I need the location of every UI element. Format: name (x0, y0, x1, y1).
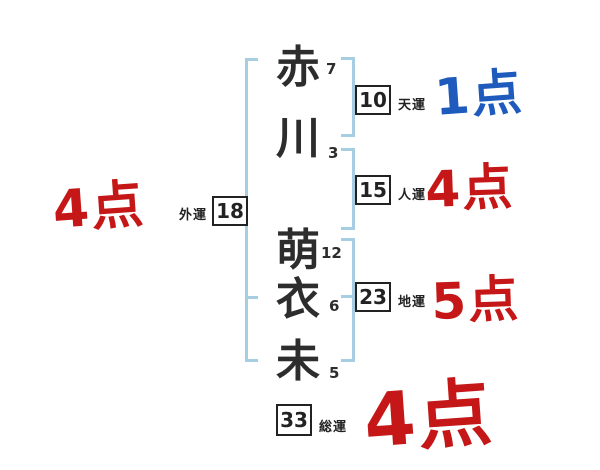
bracket-line (352, 57, 355, 137)
bracket-tick (341, 238, 353, 241)
chiun-score: 5点 (430, 269, 522, 331)
bracket-line (352, 238, 355, 362)
name-char-2: 川 (276, 113, 320, 164)
stroke-count-5: 5 (329, 364, 340, 382)
tenun-score: 1点 (432, 62, 526, 127)
jinun-label: 人運 (398, 188, 427, 203)
jinun-score: 4点 (424, 157, 516, 219)
bracket-tick (341, 148, 353, 151)
bracket-tick (341, 359, 353, 362)
bracket-tick (341, 295, 353, 298)
souun-score: 4点 (361, 369, 497, 465)
bracket-tick (245, 58, 258, 61)
chiun-value-box: 23 (355, 282, 391, 312)
bracket-tick (245, 296, 258, 299)
gaiun-score: 4点 (50, 174, 148, 241)
stroke-count-4: 6 (329, 297, 340, 315)
name-char-5: 未 (276, 336, 320, 387)
name-char-4: 衣 (276, 274, 320, 325)
name-char-1: 赤 (276, 42, 320, 93)
bracket-tick (341, 227, 353, 230)
gaiun-value-box: 18 (212, 196, 248, 226)
bracket-tick (245, 359, 258, 362)
name-char-3: 萌 (276, 225, 320, 276)
tenun-label: 天運 (398, 98, 427, 113)
souun-label: 総運 (319, 420, 348, 435)
gaiun-label: 外運 (179, 208, 208, 223)
bracket-tick (341, 134, 353, 137)
chiun-label: 地運 (398, 295, 427, 310)
stroke-count-2: 3 (328, 144, 339, 162)
stroke-count-1: 7 (326, 60, 337, 78)
tenun-value-box: 10 (355, 85, 391, 115)
bracket-tick (341, 57, 353, 60)
souun-value-box: 33 (276, 404, 312, 436)
bracket-line (352, 148, 355, 230)
jinun-value-box: 15 (355, 175, 391, 205)
stroke-count-3: 12 (321, 244, 342, 262)
